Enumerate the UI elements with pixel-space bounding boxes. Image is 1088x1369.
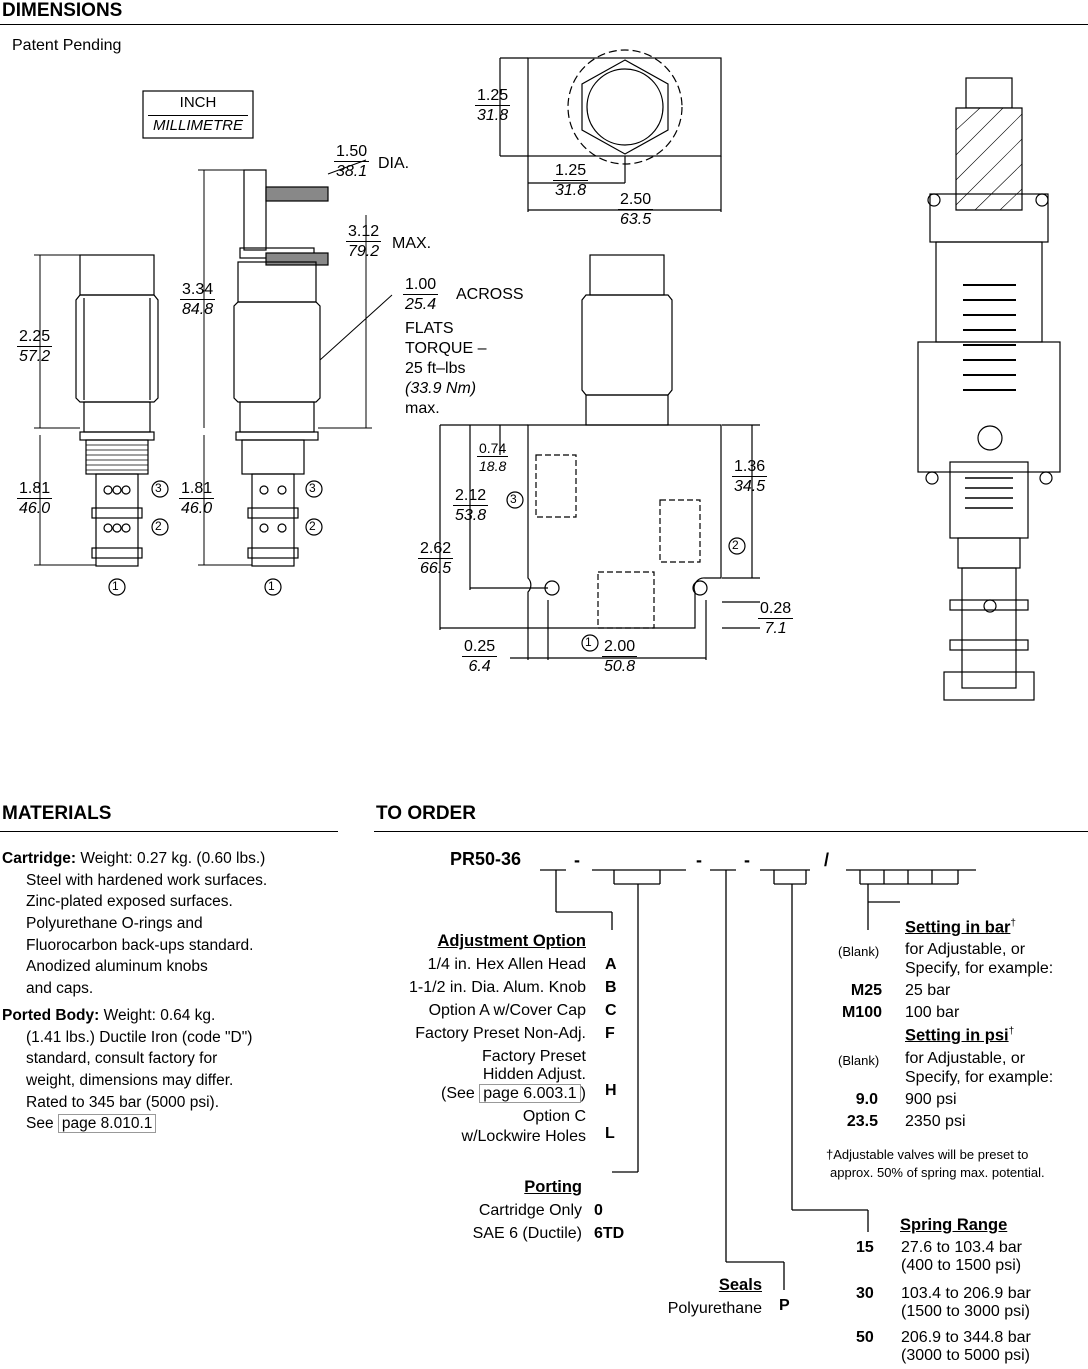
- materials-body: Cartridge: Weight: 0.27 kg. (0.60 lbs.) …: [2, 848, 337, 1135]
- unit-millimetre: MILLIMETRE: [152, 117, 243, 134]
- port-label-1c: 1: [585, 635, 592, 649]
- port-label-3b: 3: [309, 481, 316, 495]
- setting-footnote: †Adjustable valves will be preset to app…: [826, 1147, 1045, 1180]
- page-link-6003[interactable]: page 6.003.1: [479, 1084, 581, 1103]
- header-rule: [0, 24, 1088, 25]
- dim-dia-label: DIA.: [378, 155, 410, 172]
- svg-text:-: -: [574, 850, 580, 870]
- dim-across-label: ACROSS: [456, 286, 524, 303]
- body-view: [439, 254, 760, 660]
- port-label-2c: 2: [732, 538, 739, 552]
- adjustment-codes: A B C F: [605, 956, 617, 1042]
- top-view: [499, 49, 722, 212]
- port-label-3c: 3: [510, 492, 517, 506]
- unit-divider: [148, 115, 248, 116]
- spring-item: 15 27.6 to 103.4 bar (400 to 1500 psi): [856, 1239, 1022, 1274]
- adjustment-code-l: L: [605, 1125, 615, 1142]
- materials-title: MATERIALS: [2, 803, 112, 824]
- order-rule: [374, 831, 1088, 832]
- spring-title: Spring Range: [900, 1216, 1008, 1234]
- setting-psi-desc: for Adjustable, or Specify, for example:: [905, 1050, 1054, 1086]
- port-label-2a: 2: [155, 519, 162, 533]
- svg-text:-: -: [696, 850, 702, 870]
- setting-psi-values: 900 psi 2350 psi: [905, 1091, 966, 1130]
- seals-code: P: [779, 1297, 790, 1314]
- page-link-8010[interactable]: page 8.010.1: [57, 1114, 157, 1134]
- setting-bar-codes: M25 M100: [841, 982, 882, 1021]
- port-label-1a: 1: [112, 579, 119, 593]
- setting-bar-title: Setting in bar†: [905, 918, 1016, 937]
- unit-inch: INCH: [179, 94, 217, 111]
- dimension-drawing: [34, 49, 1061, 701]
- cartridge-view-1: [75, 254, 169, 596]
- port-label-1b: 1: [268, 579, 275, 593]
- porting-section: Porting Cartridge Only SAE 6 (Ductile): [472, 1178, 582, 1242]
- materials-rule: [0, 831, 338, 832]
- cartridge-line: Cartridge: Weight: 0.27 kg. (0.60 lbs.): [2, 850, 266, 867]
- setting-psi-blank: (Blank): [838, 1053, 880, 1068]
- adjustment-code-h: H: [605, 1082, 617, 1099]
- unit-box: [142, 90, 254, 139]
- flats-note: FLATS TORQUE – 25 ft–lbs (33.9 Nm) max.: [405, 320, 487, 417]
- dim-max-label: MAX.: [392, 235, 432, 252]
- spring-item: 50 206.9 to 344.8 bar (3000 to 5000 psi): [856, 1329, 1031, 1364]
- section-view: [917, 77, 1061, 701]
- cartridge-view-2: [233, 169, 329, 596]
- spring-item: 30 103.4 to 206.9 bar (1500 to 3000 psi): [856, 1285, 1031, 1320]
- ported-line: Ported Body: Weight: 0.64 kg.: [2, 1006, 216, 1024]
- port-label-2b: 2: [309, 519, 316, 533]
- svg-text:-: -: [744, 850, 750, 870]
- setting-bar-values: 25 bar 100 bar: [905, 982, 960, 1021]
- setting-psi-codes: 9.0 23.5: [846, 1091, 878, 1130]
- seals-section: Seals Polyurethane: [667, 1276, 762, 1317]
- setting-bar-blank: (Blank): [838, 944, 880, 959]
- porting-codes: 0 6TD: [594, 1202, 625, 1242]
- setting-psi-title: Setting in psi†: [905, 1026, 1015, 1045]
- setting-bar-desc: for Adjustable, or Specify, for example:: [905, 941, 1054, 977]
- port-label-3a: 3: [155, 481, 162, 495]
- dimensions-title: DIMENSIONS: [2, 0, 123, 21]
- adjustment-section: Adjustment Option 1/4 in. Hex Allen Head…: [409, 932, 586, 1145]
- order-title: TO ORDER: [376, 803, 476, 824]
- svg-text:/: /: [824, 850, 829, 870]
- spring-list: 15 27.6 to 103.4 bar (400 to 1500 psi) 3…: [830, 1239, 1060, 1369]
- patent-note: Patent Pending: [12, 37, 122, 54]
- model-code: PR50-36: [450, 849, 522, 869]
